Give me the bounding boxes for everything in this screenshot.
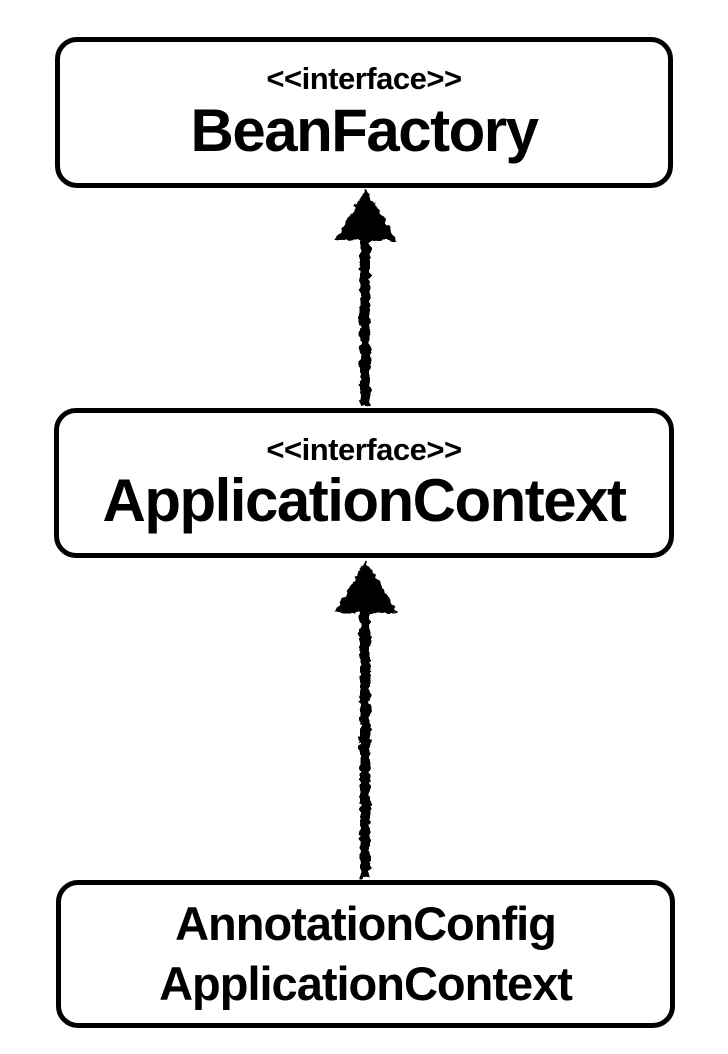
inheritance-arrow-applicationcontext-to-beanfactory <box>334 189 397 406</box>
stereotype-label: <<interface>> <box>266 431 462 467</box>
stereotype-label: <<interface>> <box>266 61 462 97</box>
class-name: ApplicationContext <box>102 467 628 535</box>
class-name-line-1: AnnotationConfig <box>175 896 557 950</box>
node-applicationcontext: <<interface>> ApplicationContext <box>54 408 674 558</box>
class-name: BeanFactory <box>190 96 539 164</box>
class-name-line-2: ApplicationContext <box>159 957 573 1010</box>
node-beanfactory: <<interface>> BeanFactory <box>55 37 673 188</box>
inheritance-arrow-annotationconfig-to-applicationcontext <box>334 560 397 878</box>
node-annotationconfig-applicationcontext: AnnotationConfig ApplicationContext <box>56 880 675 1028</box>
